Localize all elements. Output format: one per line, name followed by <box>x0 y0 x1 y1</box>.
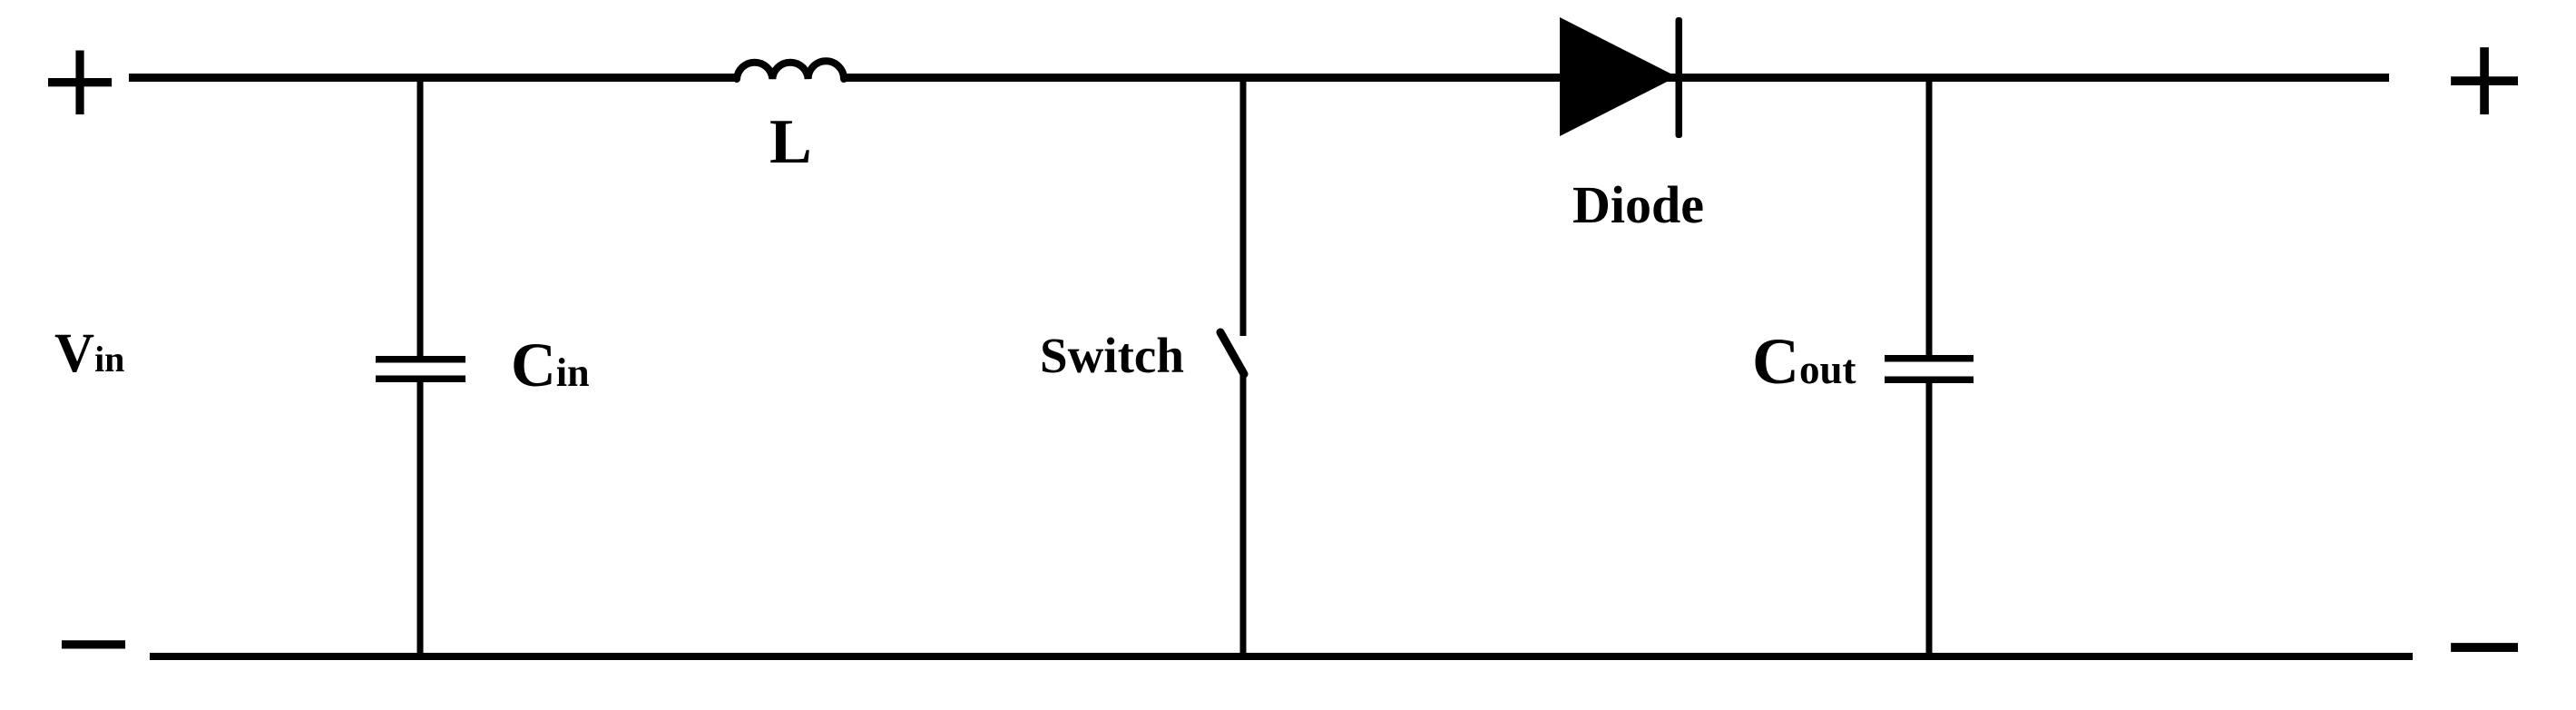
source-voltage-label-subscript: in <box>94 339 125 380</box>
top-wire-left-segment <box>129 74 737 82</box>
input-capacitor-top-lead <box>416 77 424 356</box>
inductor-coil <box>733 57 847 83</box>
diode-cathode-bar <box>1675 17 1682 138</box>
switch-blade <box>1216 328 1249 379</box>
output-capacitor-top-plate <box>1885 355 1974 362</box>
switch-label: Switch <box>1040 328 1184 383</box>
input-capacitor-top-plate <box>376 356 465 363</box>
switch-bottom-lead <box>1239 372 1247 656</box>
input-capacitor-label-subscript: in <box>555 350 590 395</box>
bottom-wire <box>150 653 2413 660</box>
input-positive-terminal: + <box>37 21 122 139</box>
input-capacitor-label-main: C <box>511 330 556 399</box>
source-voltage-label: Vin <box>54 326 124 381</box>
input-capacitor-bottom-plate <box>376 375 465 382</box>
output-negative-terminal: − <box>2439 581 2530 706</box>
input-capacitor-bottom-lead <box>416 382 424 656</box>
output-capacitor-label-main: C <box>1752 325 1799 398</box>
source-voltage-label-main: V <box>54 323 95 384</box>
diode-label: Diode <box>1572 175 1704 234</box>
output-capacitor-top-lead <box>1925 77 1933 355</box>
output-capacitor-label: Cout <box>1752 329 1856 394</box>
output-capacitor-bottom-plate <box>1885 376 1974 383</box>
output-capacitor-label-subscript: out <box>1799 347 1856 392</box>
output-capacitor-bottom-lead <box>1925 383 1933 656</box>
inductor-label: L <box>769 107 812 177</box>
input-capacitor-label: Cin <box>511 334 590 397</box>
output-positive-terminal: + <box>2439 15 2530 140</box>
switch-top-lead <box>1239 77 1247 336</box>
diode-triangle <box>1560 17 1677 136</box>
input-negative-terminal: − <box>51 583 136 701</box>
